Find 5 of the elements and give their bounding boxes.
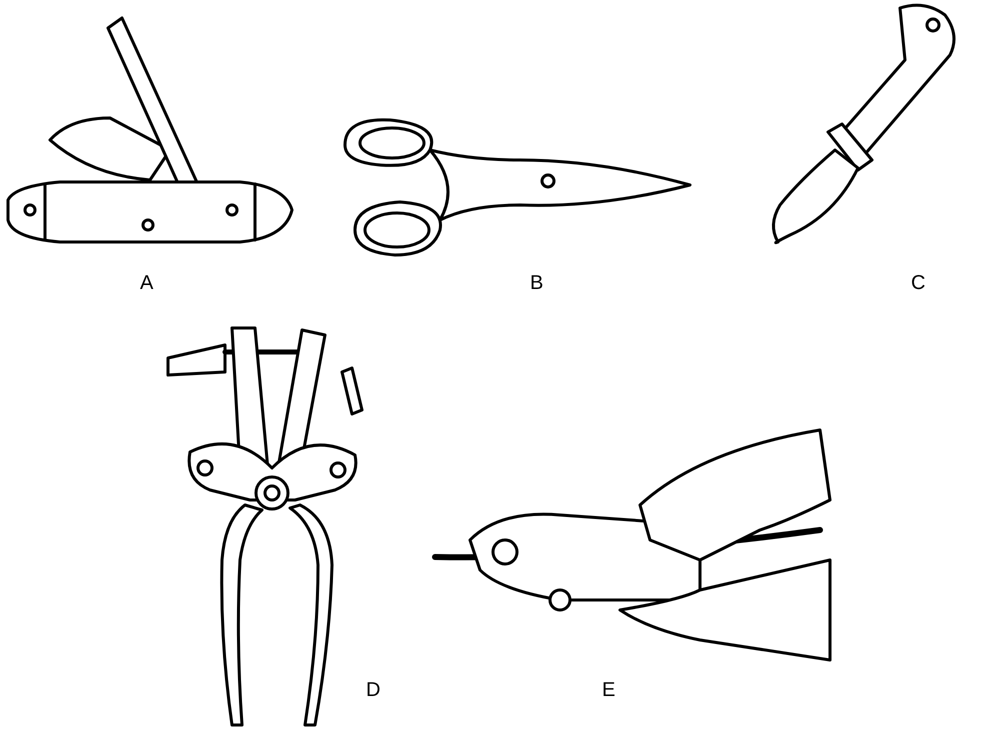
figure-label: A (140, 273, 154, 293)
figure-label: C (911, 273, 926, 293)
figure-label: B (530, 273, 544, 293)
figure-label: E (602, 680, 616, 700)
figure-label: D (366, 680, 380, 700)
